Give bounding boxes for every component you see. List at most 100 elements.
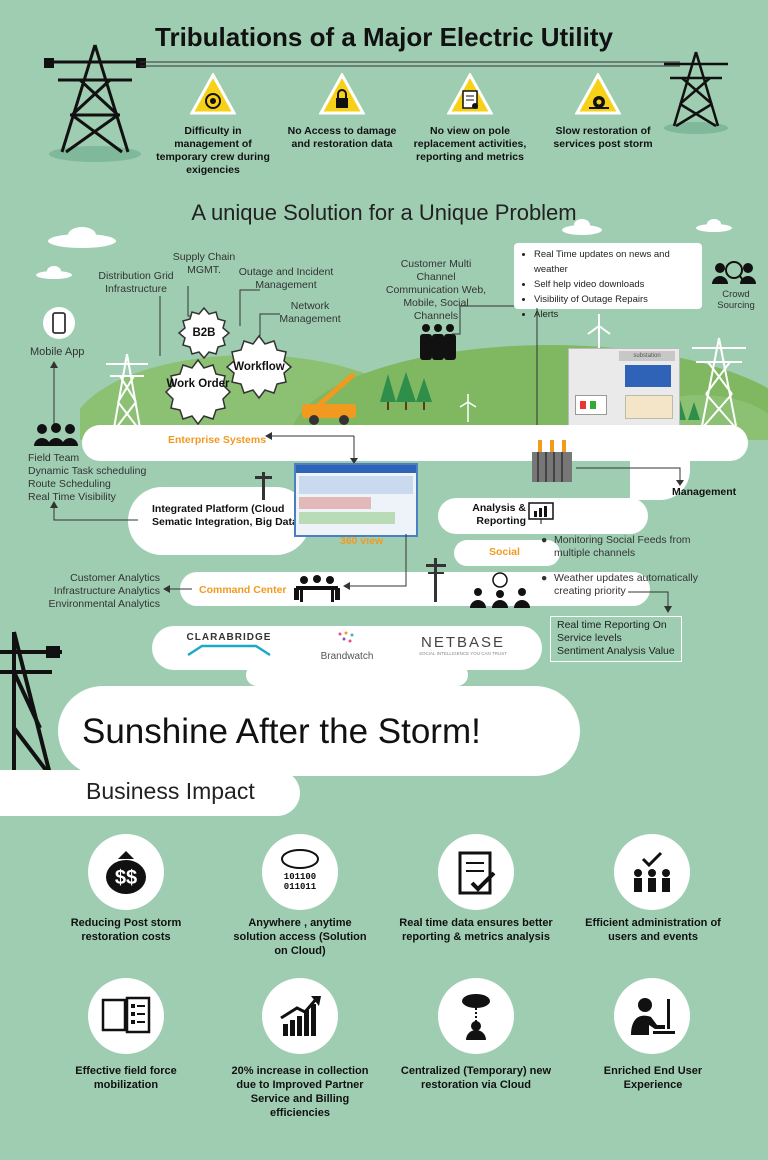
callout-item: Alerts bbox=[534, 307, 694, 322]
substation-sign: substation bbox=[619, 351, 675, 361]
callout-item: Visibility of Outage Repairs bbox=[534, 292, 694, 307]
impact-label: 20% increase in collection due to Improv… bbox=[231, 1065, 369, 1119]
dashboard-screenshot[interactable] bbox=[294, 463, 418, 537]
command-band bbox=[180, 572, 650, 606]
work-order-label: Work Order bbox=[166, 378, 230, 390]
impact-label: Centralized (Temporary) new restoration … bbox=[400, 1065, 552, 1091]
problem-label-restoration: Slow restoration of services post storm bbox=[553, 125, 653, 150]
management-arrow bbox=[576, 467, 684, 486]
b2b-label: B2B bbox=[192, 327, 216, 339]
impact-label: Anywhere , anytime solution access (Solu… bbox=[233, 917, 367, 957]
clarabridge-bridge-icon bbox=[187, 644, 271, 657]
crowd-sourcing-label: Crowd Sourcing bbox=[717, 289, 755, 311]
customer-group-icon bbox=[420, 324, 456, 360]
analysis-reporting-label: Analysis & Reporting bbox=[472, 502, 526, 527]
realtime-report-line: Sentiment Analysis Value bbox=[557, 645, 675, 657]
crew-icon bbox=[190, 73, 236, 115]
cloud-icon bbox=[48, 227, 116, 248]
field-team-label: Field Team bbox=[28, 452, 80, 464]
gear-connectors bbox=[159, 286, 280, 356]
social-monitoring-text: Monitoring Social Feeds from multiple ch… bbox=[554, 534, 691, 559]
sunshine-title: Sunshine After the Storm! bbox=[82, 712, 481, 751]
trees-icon bbox=[380, 372, 432, 410]
callout-item: Self help video downloads bbox=[534, 277, 694, 292]
social-band bbox=[454, 540, 560, 566]
business-impact-band bbox=[0, 770, 300, 816]
mobile-app-label: Mobile App bbox=[30, 346, 85, 358]
field-arrow bbox=[50, 501, 138, 521]
workflow-label: Workflow bbox=[233, 361, 285, 373]
social-weather-text: Weather updates automatically creating p… bbox=[554, 572, 698, 597]
partners-tail bbox=[246, 664, 468, 686]
computer-user-icon bbox=[614, 978, 690, 1054]
clarabridge-logo: CLARABRIDGE bbox=[186, 632, 272, 662]
brandwatch-text: Brandwatch bbox=[320, 651, 374, 662]
sunshine-band bbox=[58, 686, 580, 776]
substation-building: substation bbox=[568, 348, 680, 428]
outage-incident-label: Outage and Incident Management bbox=[238, 266, 334, 291]
snail-icon bbox=[575, 73, 621, 115]
clipboard-check-icon bbox=[438, 834, 514, 910]
field-task-label: Dynamic Task scheduling bbox=[28, 465, 147, 477]
connector-callout bbox=[452, 305, 514, 335]
realtime-report-box: Real time Reporting On Service levels Se… bbox=[550, 616, 682, 662]
pole-icon bbox=[255, 472, 272, 500]
command-arrow bbox=[343, 534, 407, 590]
netbase-logo: NETBASE SOCIAL INTELLIGENCE YOU CAN TRUS… bbox=[418, 634, 508, 656]
arrow-up-mobile bbox=[50, 361, 58, 426]
impact-label: Effective field force mobilization bbox=[75, 1065, 177, 1091]
callout-item: Real Time updates on news and weather bbox=[534, 247, 694, 277]
distribution-grid-label: Distribution Grid Infrastructure bbox=[98, 270, 174, 295]
svg-text:101100: 101100 bbox=[284, 872, 316, 882]
enterprise-arrows bbox=[265, 432, 358, 464]
integrated-platform-label: Integrated Platform (Cloud Sematic Integ… bbox=[152, 503, 302, 528]
enterprise-band bbox=[82, 425, 748, 461]
callout-down-line bbox=[536, 308, 538, 446]
360-view-label: 360 view bbox=[340, 535, 384, 547]
page-title: Tribulations of a Major Electric Utility bbox=[155, 22, 613, 52]
social-bullet-2: ●Weather updates automatically creating … bbox=[541, 572, 698, 597]
cloud-icon bbox=[696, 219, 732, 232]
growth-chart-icon bbox=[262, 978, 338, 1054]
business-impact-title: Business Impact bbox=[86, 778, 255, 804]
management-label: Management bbox=[672, 486, 737, 498]
small-tower-icon bbox=[106, 353, 148, 429]
lock-icon bbox=[319, 73, 365, 115]
brandwatch-dots-icon bbox=[338, 631, 354, 643]
impact-label: Efficient administration of users and ev… bbox=[585, 917, 721, 943]
social-users-icon bbox=[470, 572, 530, 608]
utility-pole-icon bbox=[426, 558, 446, 602]
customer-analytics-label: Customer Analytics bbox=[70, 572, 160, 584]
field-team-icon bbox=[34, 423, 78, 446]
svg-text:$$: $$ bbox=[115, 867, 137, 889]
power-line bbox=[140, 61, 680, 67]
social-bullet-1: ●Monitoring Social Feeds from multiple c… bbox=[541, 534, 691, 559]
checklist-icon bbox=[88, 978, 164, 1054]
transformer-icon bbox=[532, 440, 572, 482]
supply-chain-label: Supply Chain MGMT. bbox=[172, 251, 236, 276]
workflow-gear-icon bbox=[225, 334, 293, 400]
solution-title: A unique Solution for a Unique Problem bbox=[191, 200, 577, 225]
analysis-chart-icon bbox=[528, 502, 554, 524]
customer-multichannel-label: Customer Multi Channel Communication Web… bbox=[385, 258, 487, 322]
social-label: Social bbox=[489, 546, 520, 558]
command-center-label: Command Center bbox=[199, 584, 287, 596]
cloud-icon bbox=[562, 219, 602, 235]
solar-panel bbox=[625, 365, 671, 387]
infrastructure-analytics-label: Infrastructure Analytics bbox=[53, 585, 160, 597]
environmental-analytics-label: Environmental Analytics bbox=[48, 598, 160, 610]
impact-label: Real time data ensures better reporting … bbox=[399, 917, 553, 943]
brandwatch-logo: Brandwatch bbox=[318, 630, 376, 662]
document-icon bbox=[447, 73, 493, 115]
weather-arrow bbox=[628, 591, 672, 613]
small-tower-right-icon bbox=[692, 337, 746, 427]
mobile-phone-icon[interactable] bbox=[42, 306, 76, 340]
crowd-sourcing-icon bbox=[712, 261, 756, 284]
field-visibility-label: Real Time Visibility bbox=[28, 491, 116, 503]
analysis-band bbox=[438, 498, 648, 534]
field-route-label: Route Scheduling bbox=[28, 478, 111, 490]
tower-right-icon bbox=[664, 51, 728, 134]
problem-label-crew: Difficulty in management of temporary cr… bbox=[156, 125, 270, 176]
cabinet bbox=[625, 395, 673, 419]
